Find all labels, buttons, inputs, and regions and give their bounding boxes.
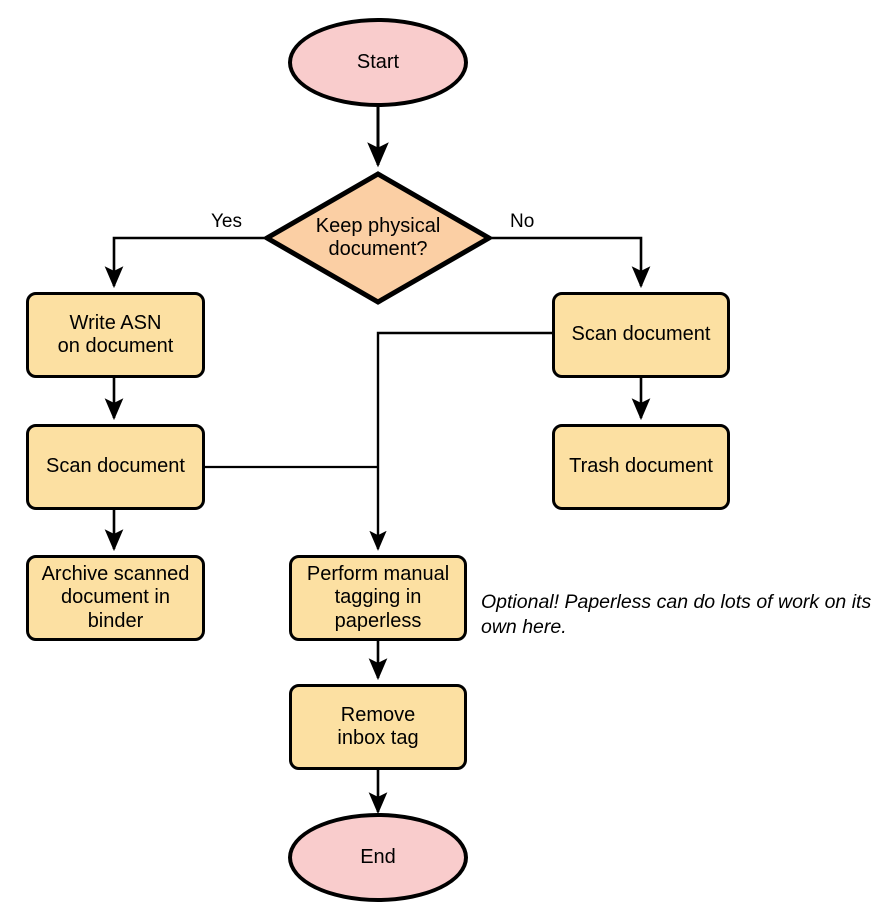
node-end-label: End <box>360 845 396 868</box>
edge-label-no: No <box>510 211 535 232</box>
node-remove-inbox-tag[interactable]: Remove inbox tag <box>289 684 467 770</box>
node-archive-scanned-document[interactable]: Archive scanned document in binder <box>26 555 205 641</box>
annotation-optional-note: Optional! Paperless can do lots of work … <box>481 591 872 639</box>
node-remove-inbox-tag-label: Remove inbox tag <box>337 703 419 749</box>
node-scan-document-right-label: Scan document <box>571 323 711 346</box>
node-trash-document[interactable]: Trash document <box>552 424 730 510</box>
diamond-shape <box>264 171 492 305</box>
node-decision-label: Keep physical document? <box>315 214 441 260</box>
node-scan-document-left-label: Scan document <box>46 455 185 478</box>
node-write-asn-on-document[interactable]: Write ASN on document <box>26 292 205 378</box>
edge-decision-to-write-asn <box>104 236 264 289</box>
edge-scan-right-to-tagging <box>369 331 552 551</box>
node-write-asn-label: Write ASN on document <box>57 311 174 357</box>
edge-decision-to-scan-right <box>492 236 651 289</box>
node-perform-manual-tagging[interactable]: Perform manual tagging in paperless <box>289 555 467 641</box>
node-perform-manual-tagging-label: Perform manual tagging in paperless <box>306 563 450 632</box>
node-decision-keep-physical-document[interactable]: Keep physical document? <box>264 171 492 305</box>
node-scan-document-right[interactable]: Scan document <box>552 292 730 378</box>
edge-label-yes: Yes <box>211 211 242 232</box>
node-archive-label: Archive scanned document in binder <box>41 563 190 632</box>
node-scan-document-left[interactable]: Scan document <box>26 424 205 510</box>
node-start-label: Start <box>356 50 400 73</box>
node-trash-document-label: Trash document <box>569 455 713 478</box>
node-start[interactable]: Start <box>288 18 468 107</box>
node-end[interactable]: End <box>288 813 468 902</box>
